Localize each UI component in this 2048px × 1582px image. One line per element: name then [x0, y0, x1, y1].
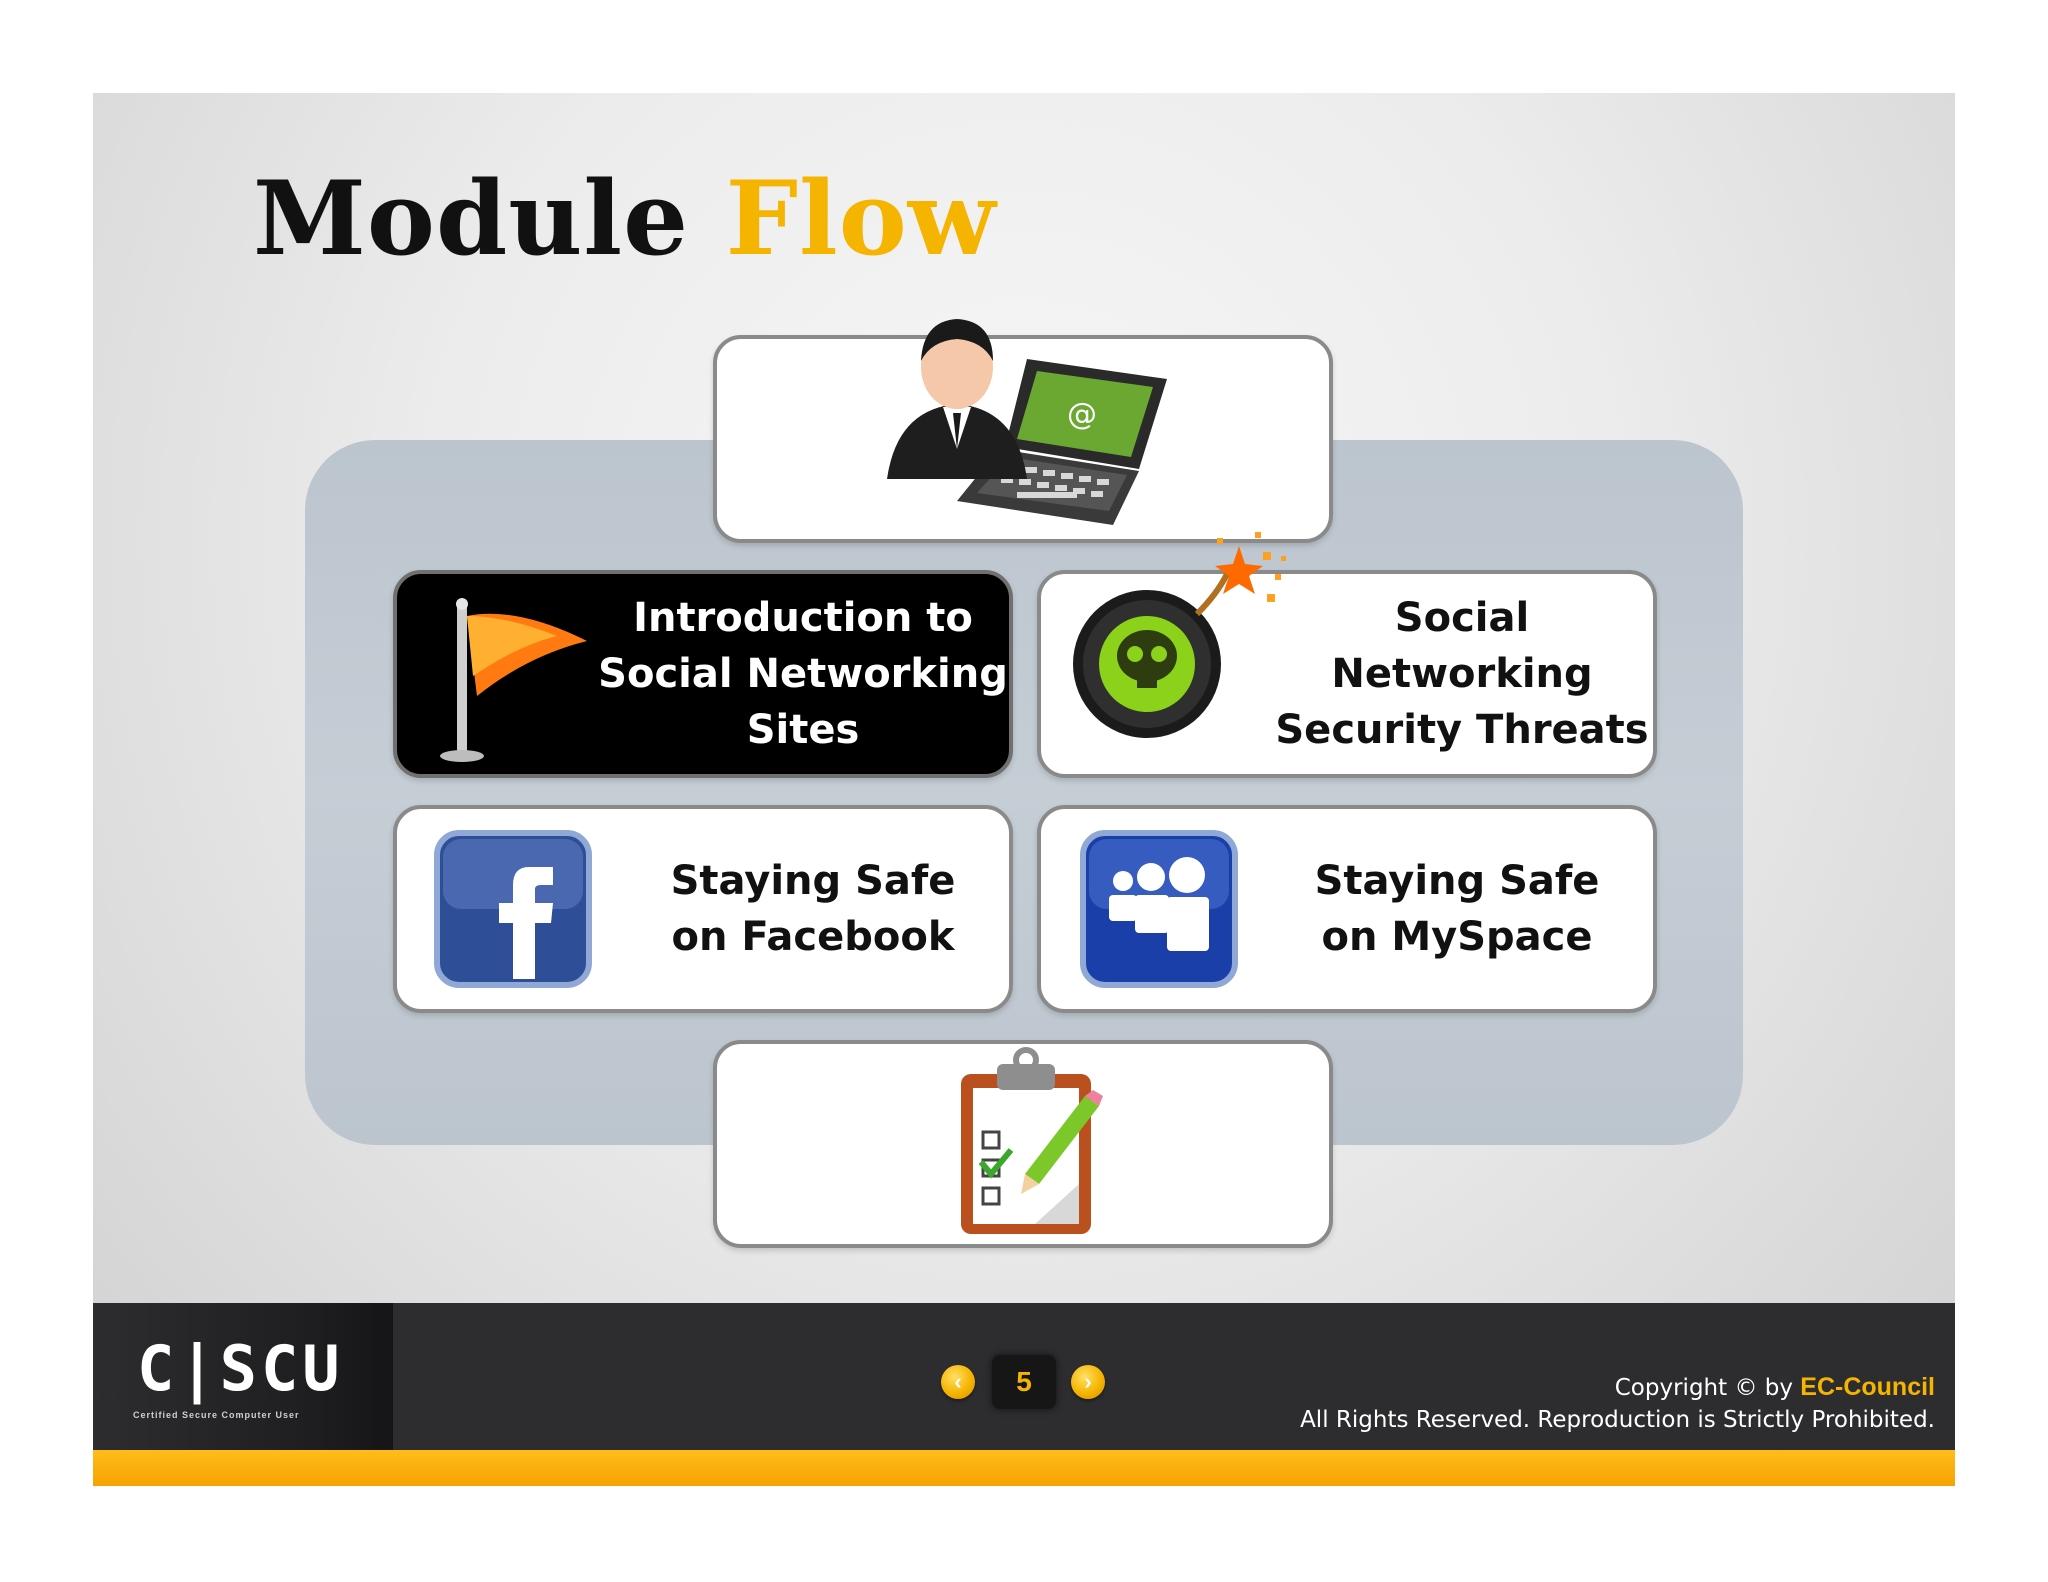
module-intro-line3: Sites [746, 707, 860, 753]
slide: Module Flow @ [93, 93, 1955, 1486]
top-card[interactable]: @ [713, 319, 1333, 543]
bomb-skull-icon [1067, 524, 1307, 769]
module-threats-card[interactable]: Social Networking Security Threats [1037, 532, 1657, 778]
title-word-module: Module [253, 159, 690, 279]
facebook-icon [433, 829, 593, 994]
page-title: Module Flow [253, 168, 997, 270]
myspace-icon [1079, 829, 1239, 994]
footer-accent-strip [93, 1450, 1955, 1486]
module-myspace-label: Staying Safe on MySpace [1261, 809, 1653, 1009]
footer-logo-area [93, 1303, 393, 1450]
chevron-left-icon: ‹ [954, 1369, 962, 1394]
prev-page-button[interactable]: ‹ [941, 1365, 975, 1399]
module-intro-card[interactable]: Introduction to Social Networking Sites [393, 570, 1013, 778]
title-word-flow: Flow [725, 159, 997, 279]
module-intro-label: Introduction to Social Networking Sites [597, 574, 1009, 774]
cscu-logo-subtitle: Certified Secure Computer User [133, 1410, 300, 1420]
module-threats-line1: Social Networking [1331, 595, 1593, 697]
module-myspace-card[interactable]: Staying Safe on MySpace [1037, 805, 1657, 1013]
module-facebook-card[interactable]: Staying Safe on Facebook [393, 805, 1013, 1013]
module-threats-line2: Security Threats [1275, 707, 1649, 753]
module-myspace-line1: Staying Safe [1314, 858, 1600, 904]
module-facebook-line2: on Facebook [671, 914, 955, 960]
svg-text:@: @ [1067, 397, 1097, 432]
clipboard-checklist-icon [945, 1044, 1115, 1249]
module-intro-line1: Introduction to [633, 595, 973, 641]
copyright-notice: Copyright © by EC-Council All Rights Res… [1300, 1371, 1935, 1436]
next-page-button[interactable]: › [1071, 1365, 1105, 1399]
bottom-card[interactable] [713, 1040, 1333, 1248]
flag-icon [437, 596, 597, 771]
cscu-logo: C|SCU [137, 1332, 344, 1405]
chevron-right-icon: › [1084, 1369, 1092, 1394]
module-facebook-line1: Staying Safe [670, 858, 956, 904]
flow-panel [305, 440, 1743, 1145]
copyright-prefix: Copyright © by [1614, 1375, 1793, 1401]
module-intro-line2: Social Networking [598, 651, 1008, 697]
module-threats-label: Social Networking Security Threats [1271, 574, 1653, 774]
user-laptop-icon: @ [877, 289, 1197, 544]
rights-reserved: All Rights Reserved. Reproduction is Str… [1300, 1407, 1935, 1433]
page-number: 5 [992, 1355, 1056, 1409]
module-facebook-label: Staying Safe on Facebook [617, 809, 1009, 1009]
module-myspace-line2: on MySpace [1321, 914, 1593, 960]
ec-council-brand: EC-Council [1800, 1373, 1935, 1401]
